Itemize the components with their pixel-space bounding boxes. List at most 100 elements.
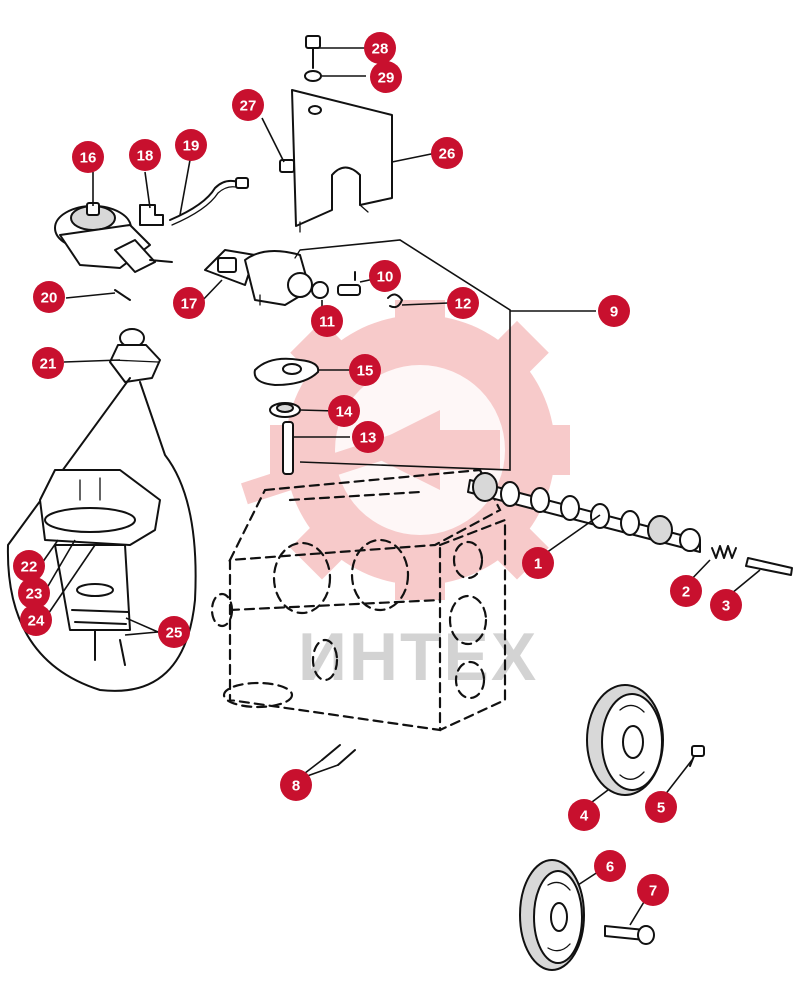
part-fuel-filter (109, 328, 161, 383)
callout-circle (129, 139, 161, 171)
callout-circle (369, 260, 401, 292)
callout-29: 29 (370, 61, 402, 93)
callout-22: 22 (13, 550, 45, 582)
callout-circle (370, 61, 402, 93)
callout-number: 2 (682, 584, 690, 601)
callout-7: 7 (637, 874, 669, 906)
callout-number: 20 (41, 290, 58, 307)
callout-1: 1 (522, 547, 554, 579)
part-studs (321, 744, 356, 766)
callout-number: 18 (137, 148, 154, 165)
callout-15: 15 (349, 354, 381, 386)
callout-19: 19 (175, 129, 207, 161)
callout-circle (32, 347, 64, 379)
callout-number: 26 (439, 146, 456, 163)
callout-2: 2 (670, 575, 702, 607)
engine-block (210, 468, 507, 732)
callout-number: 14 (336, 404, 353, 421)
callout-number: 3 (722, 598, 730, 615)
callout-number: 19 (183, 138, 200, 155)
callout-circle (33, 281, 65, 313)
callout-circle (670, 575, 702, 607)
callout-number: 17 (181, 296, 198, 313)
callout-number: 24 (28, 613, 45, 630)
callout-circle (72, 141, 104, 173)
callout-number: 21 (40, 356, 57, 373)
callout-number: 1 (534, 556, 542, 573)
callout-circle (637, 874, 669, 906)
callout-number: 4 (580, 808, 589, 825)
callout-circle (645, 791, 677, 823)
callout-number: 12 (455, 296, 472, 313)
part-spring (711, 545, 737, 559)
callout-10: 10 (369, 260, 401, 292)
filter-cutaway-detail (6, 377, 197, 692)
callout-number: 9 (610, 304, 618, 321)
callout-number: 15 (357, 363, 374, 380)
callout-circle (352, 421, 384, 453)
callout-number: 22 (21, 559, 38, 576)
part-pin-shaft (745, 557, 793, 576)
callout-14: 14 (328, 395, 360, 427)
part-gasket (253, 357, 320, 386)
part-cover-plate (291, 89, 393, 233)
callout-23: 23 (18, 577, 50, 609)
callout-circle (158, 616, 190, 648)
callout-number: 10 (377, 269, 394, 286)
part-nut (279, 159, 295, 173)
callout-20: 20 (33, 281, 65, 313)
part-gear-small (519, 859, 585, 971)
callout-11: 11 (311, 305, 343, 337)
callout-9: 9 (598, 295, 630, 327)
part-fuel-pump (54, 202, 173, 273)
callout-number: 16 (80, 150, 97, 167)
callout-circle (20, 604, 52, 636)
callout-circle (431, 137, 463, 169)
callout-number: 7 (649, 883, 657, 900)
callout-number: 8 (292, 778, 300, 795)
watermark-text: ИНТЕХ (298, 619, 538, 695)
callout-6: 6 (594, 850, 626, 882)
callout-circle (18, 577, 50, 609)
callout-3: 3 (710, 589, 742, 621)
part-pushrod (282, 421, 294, 475)
part-pin (337, 271, 361, 296)
callout-circle (349, 354, 381, 386)
callout-number: 5 (657, 800, 665, 817)
part-gear-large (586, 684, 664, 796)
part-housing (204, 249, 329, 306)
callout-circle (328, 395, 360, 427)
leader-lines (39, 47, 761, 926)
callout-26: 26 (431, 137, 463, 169)
callout-12: 12 (447, 287, 479, 319)
callout-number: 11 (319, 314, 335, 331)
part-camshaft (467, 472, 701, 553)
callout-number: 28 (372, 41, 389, 58)
callout-8: 8 (280, 769, 312, 801)
callout-4: 4 (568, 799, 600, 831)
callout-circle (710, 589, 742, 621)
callout-circle (280, 769, 312, 801)
callout-circle (173, 287, 205, 319)
callout-circle (175, 129, 207, 161)
callout-number: 6 (606, 859, 614, 876)
part-small-bolt (689, 745, 705, 767)
part-washer (304, 70, 322, 82)
callout-circle (568, 799, 600, 831)
callout-circle (364, 32, 396, 64)
callout-24: 24 (20, 604, 52, 636)
callout-circle (522, 547, 554, 579)
callout-circle (594, 850, 626, 882)
callout-number: 25 (166, 625, 183, 642)
part-fuel-pipe (169, 177, 249, 226)
callout-5: 5 (645, 791, 677, 823)
callout-circle (311, 305, 343, 337)
part-shaft-pin (604, 925, 655, 945)
callout-circle (13, 550, 45, 582)
callout-circle (598, 295, 630, 327)
callout-13: 13 (352, 421, 384, 453)
part-elbow-fitting (139, 204, 164, 226)
part-stud (114, 289, 131, 301)
